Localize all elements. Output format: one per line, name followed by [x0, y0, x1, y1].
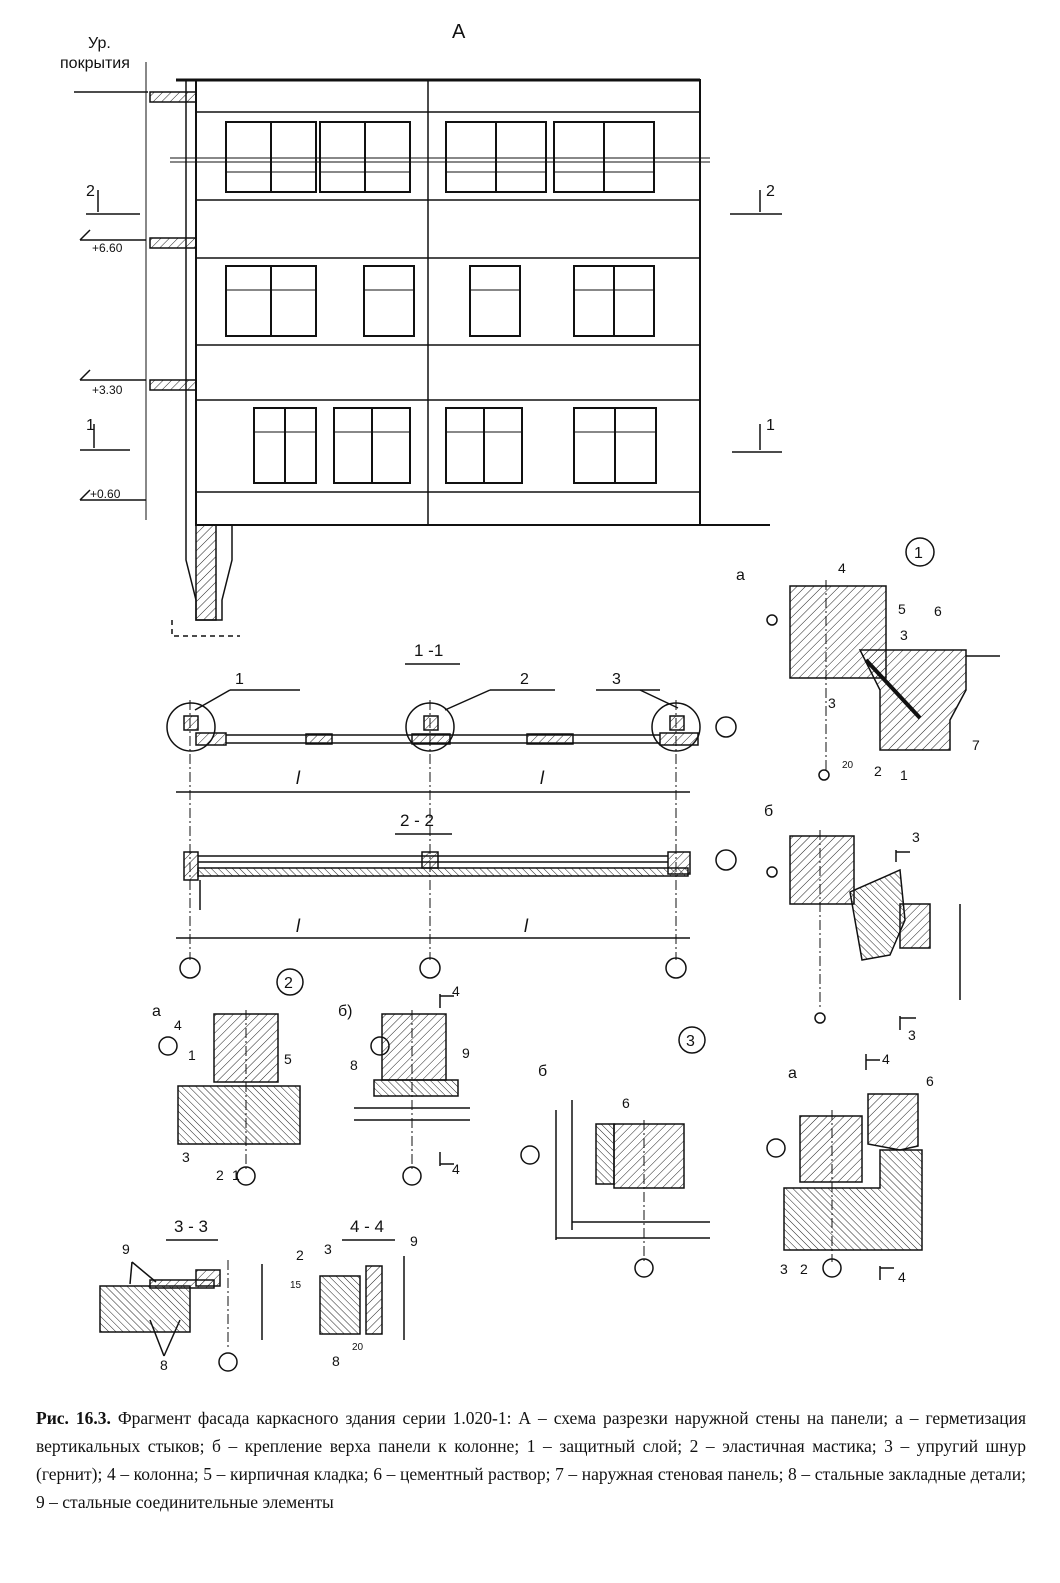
detail-3-number: 3: [686, 1033, 695, 1050]
d2a-num-4: 4: [174, 1017, 182, 1033]
detail-3-a-label: а: [788, 1065, 797, 1082]
span-label-4: l: [524, 916, 529, 936]
detail-3-b-label: б: [538, 1063, 547, 1080]
s44-num-3: 3: [324, 1241, 332, 1257]
detail-1-number: 1: [914, 545, 923, 562]
d1-num-7: 7: [972, 737, 980, 753]
d2a-num-1: 1: [188, 1047, 196, 1063]
span-label-2: l: [540, 768, 545, 788]
sections-3-3-4-4: 3 - 3 9 8 4 - 4 2 3 9 8 15 20: [99, 1217, 418, 1373]
d2b-num-4-bottom: 4: [452, 1161, 460, 1177]
section-2-2-title: 2 - 2: [400, 811, 434, 830]
section-mark-2-right: 2: [766, 183, 775, 200]
callout-1: 1: [235, 671, 244, 688]
facade-title: А: [452, 21, 466, 43]
detail-2: 2 а 4 1 5 3 2 1 б) 4 8 9 4: [152, 968, 470, 1186]
d3a-num-4-bottom: 4: [898, 1269, 906, 1285]
d2a-num-2: 2: [216, 1167, 224, 1183]
technical-drawing: А Ур. покрытия: [60, 21, 1000, 1373]
section-mark-1-right: 1: [766, 417, 775, 434]
callout-3: 3: [612, 671, 621, 688]
d2b-num-9: 9: [462, 1045, 470, 1061]
d2a-num-5: 5: [284, 1051, 292, 1067]
section-4-4-title: 4 - 4: [350, 1217, 384, 1236]
d1-num-6: 6: [934, 603, 942, 619]
detail-2-a-label: а: [152, 1003, 161, 1020]
d3a-num-6: 6: [926, 1073, 934, 1089]
d1b-num-3-bottom: 3: [908, 1027, 916, 1043]
roof-level-label-2: покрытия: [60, 55, 130, 72]
s44-num-9: 9: [410, 1233, 418, 1249]
detail-1-a-label: а: [736, 567, 745, 584]
d1-num-3a: 3: [900, 627, 908, 643]
d1-num-3b: 3: [828, 695, 836, 711]
s33-num-8: 8: [160, 1357, 168, 1373]
plan-sections: 1 -1 1 2 3 l l 2 - 2: [166, 641, 737, 979]
section-mark-2-left: 2: [86, 183, 95, 200]
figure-number: Рис. 16.3.: [36, 1408, 111, 1428]
d2a-num-3: 3: [182, 1149, 190, 1165]
section-1-1-title: 1 -1: [414, 641, 443, 660]
section-mark-1-left: 1: [86, 417, 95, 434]
elevation-3-30: +3.30: [92, 383, 123, 397]
d3a-num-4-top: 4: [882, 1051, 890, 1067]
figure-caption-text: Фрагмент фасада каркасного здания серии …: [36, 1408, 1026, 1512]
detail-1: 1 а 4 5 6 3 3 7 2 1 20 б 3 3: [736, 537, 1000, 1043]
s44-num-20: 20: [352, 1342, 364, 1353]
d2a-num-1b: 1: [232, 1167, 240, 1183]
d1-num-2: 2: [874, 763, 882, 779]
s44-num-2: 2: [296, 1247, 304, 1263]
elevation-0-60: +0.60: [90, 487, 121, 501]
roof-level-label-1: Ур.: [88, 35, 111, 52]
detail-2-number: 2: [284, 975, 293, 992]
detail-2-b-label: б): [338, 1003, 353, 1020]
d3a-num-3: 3: [780, 1261, 788, 1277]
d3a-num-2: 2: [800, 1261, 808, 1277]
span-label-1: l: [296, 768, 301, 788]
s44-num-15: 15: [290, 1280, 302, 1291]
d1-num-4: 4: [838, 560, 846, 576]
facade-elevation: А Ур. покрытия: [60, 21, 782, 637]
elevation-6-60: +6.60: [92, 241, 123, 255]
d1-num-1: 1: [900, 767, 908, 783]
detail-3: 3 б 6 а 4 6 3 2 4: [520, 1026, 934, 1285]
d2b-num-8: 8: [350, 1057, 358, 1073]
d2b-num-4-top: 4: [452, 983, 460, 999]
detail-1-b-label: б: [764, 803, 773, 820]
s44-num-8: 8: [332, 1353, 340, 1369]
d1b-num-3-top: 3: [912, 829, 920, 845]
section-3-3-title: 3 - 3: [174, 1217, 208, 1236]
s33-num-9: 9: [122, 1241, 130, 1257]
span-label-3: l: [296, 916, 301, 936]
d1-num-5: 5: [898, 601, 906, 617]
callout-2: 2: [520, 671, 529, 688]
figure-caption: Рис. 16.3. Фрагмент фасада каркасного зд…: [36, 1404, 1026, 1516]
d1-num-20: 20: [842, 760, 854, 771]
d3b-num-6: 6: [622, 1095, 630, 1111]
